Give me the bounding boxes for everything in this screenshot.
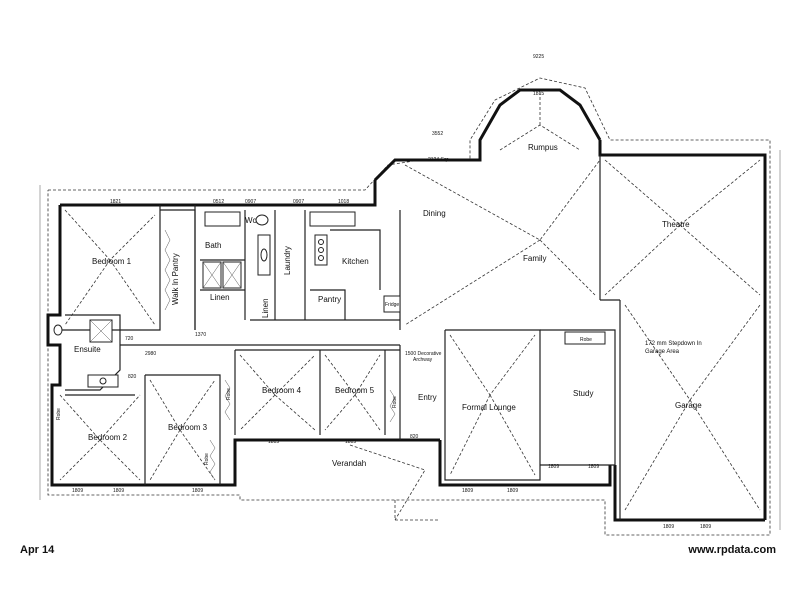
footer-website: www.rpdata.com <box>688 544 776 556</box>
dim-0512: 0512 <box>213 199 224 205</box>
room-labels: Bedroom 1 Walk In Pantry Bath Wc Linen L… <box>56 143 702 468</box>
dim-1815-top: 1815 <box>533 91 544 97</box>
dim-1809i: 1809 <box>700 524 711 530</box>
label-bedroom3: Bedroom 3 <box>168 423 208 432</box>
label-entry: Entry <box>418 393 437 402</box>
dim-1370: 1370 <box>195 332 206 338</box>
interior-walls <box>60 155 621 520</box>
label-kitchen: Kitchen <box>342 257 369 266</box>
dimension-labels: 1821 0512 0907 0907 1018 9225 1815 3552 … <box>72 54 711 530</box>
plan-notes: 172 mm Stepdown In Garage Area 1500 Deco… <box>405 157 702 363</box>
label-bath: Bath <box>205 241 221 250</box>
note-rumpus-dim: 2124 Sqr <box>428 157 449 163</box>
label-robe-bedroom5: Robe <box>392 396 398 408</box>
label-dining: Dining <box>423 209 446 218</box>
label-laundry: Laundry <box>283 246 292 275</box>
label-fridge: Fridge <box>385 302 399 308</box>
label-study: Study <box>573 389 593 398</box>
dim-1809d: 1809 <box>462 488 473 494</box>
label-ensuite: Ensuite <box>74 345 101 354</box>
dim-1821: 1821 <box>110 199 121 205</box>
label-verandah: Verandah <box>332 459 366 468</box>
label-walk-in-pantry: Walk In Pantry <box>171 253 180 305</box>
label-wc: Wc <box>245 216 257 225</box>
label-family: Family <box>523 254 547 263</box>
dim-720: 720 <box>125 336 134 342</box>
dim-1809b: 1809 <box>113 488 124 494</box>
robe-zigzags <box>164 229 396 481</box>
dim-0907b: 0907 <box>293 199 304 205</box>
dim-820b: 820 <box>128 374 137 380</box>
dim-1815a: 1815 <box>268 439 279 445</box>
exterior-walls <box>46 88 767 522</box>
fixtures <box>53 211 606 388</box>
label-robe-bedroom3: Robe <box>204 453 210 465</box>
label-linen-small: Linen <box>261 298 270 318</box>
note-stepdown: 172 mm Stepdown In <box>645 341 702 347</box>
dim-1809h: 1809 <box>663 524 674 530</box>
label-linen: Linen <box>210 293 230 302</box>
dim-1809f: 1809 <box>548 464 559 470</box>
dim-3552: 3552 <box>432 131 443 137</box>
label-bedroom4: Bedroom 4 <box>262 386 302 395</box>
label-bedroom1: Bedroom 1 <box>92 257 132 266</box>
hip-lines <box>59 90 761 521</box>
dim-820a: 820 <box>410 434 419 440</box>
label-pantry: Pantry <box>318 295 341 304</box>
label-robe-bedroom2: Robe <box>56 408 62 420</box>
dim-9225: 9225 <box>533 54 544 60</box>
label-robe-study: Robe <box>580 337 592 343</box>
dim-1809c: 1809 <box>192 488 203 494</box>
roof-outline <box>39 77 781 536</box>
dim-1809g: 1809 <box>588 464 599 470</box>
label-bedroom2: Bedroom 2 <box>88 433 128 442</box>
dim-1809e: 1809 <box>507 488 518 494</box>
dim-1018: 1018 <box>338 199 349 205</box>
label-rumpus: Rumpus <box>528 143 558 152</box>
label-robe-bedroom4: Robe <box>226 388 232 400</box>
label-theatre: Theatre <box>662 220 690 229</box>
dim-2980: 2980 <box>145 351 156 357</box>
note-archway: 1500 Decorative <box>405 351 442 357</box>
dim-1815b: 1815 <box>345 439 356 445</box>
footer-date: Apr 14 <box>20 544 55 556</box>
label-formal-lounge: Formal Lounge <box>462 403 516 412</box>
label-bedroom5: Bedroom 5 <box>335 386 375 395</box>
label-garage: Garage <box>675 401 702 410</box>
note-archway-2: Archway <box>413 357 433 363</box>
note-stepdown-area: Garage Area <box>645 349 680 355</box>
dim-1809a: 1809 <box>72 488 83 494</box>
dim-0907: 0907 <box>245 199 256 205</box>
